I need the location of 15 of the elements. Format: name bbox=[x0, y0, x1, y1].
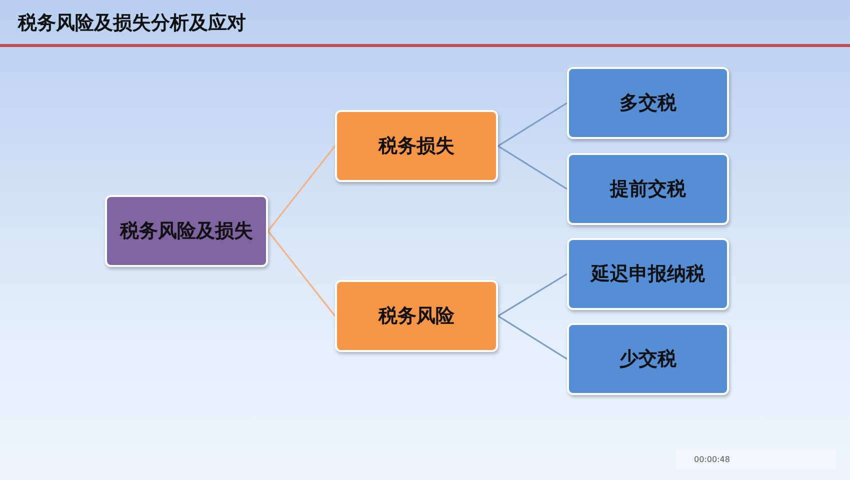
item-box: 多交税 bbox=[567, 67, 729, 139]
connector-line bbox=[498, 273, 568, 317]
item-box: 少交税 bbox=[567, 323, 729, 395]
connector-line bbox=[498, 315, 568, 360]
title: 税务风险及损失分析及应对 bbox=[18, 11, 246, 36]
root-box: 税务风险及损失 bbox=[105, 195, 268, 267]
connector-line bbox=[498, 145, 568, 190]
connector-line bbox=[267, 146, 336, 232]
connector-line bbox=[498, 102, 568, 147]
timestamp-bar: 00:00:48 bbox=[676, 449, 836, 469]
category-box: 税务风险 bbox=[335, 280, 498, 352]
connector-line bbox=[267, 230, 336, 316]
item-box: 提前交税 bbox=[567, 153, 729, 225]
item-box: 延迟申报纳税 bbox=[567, 238, 729, 310]
category-box: 税务损失 bbox=[335, 110, 498, 182]
